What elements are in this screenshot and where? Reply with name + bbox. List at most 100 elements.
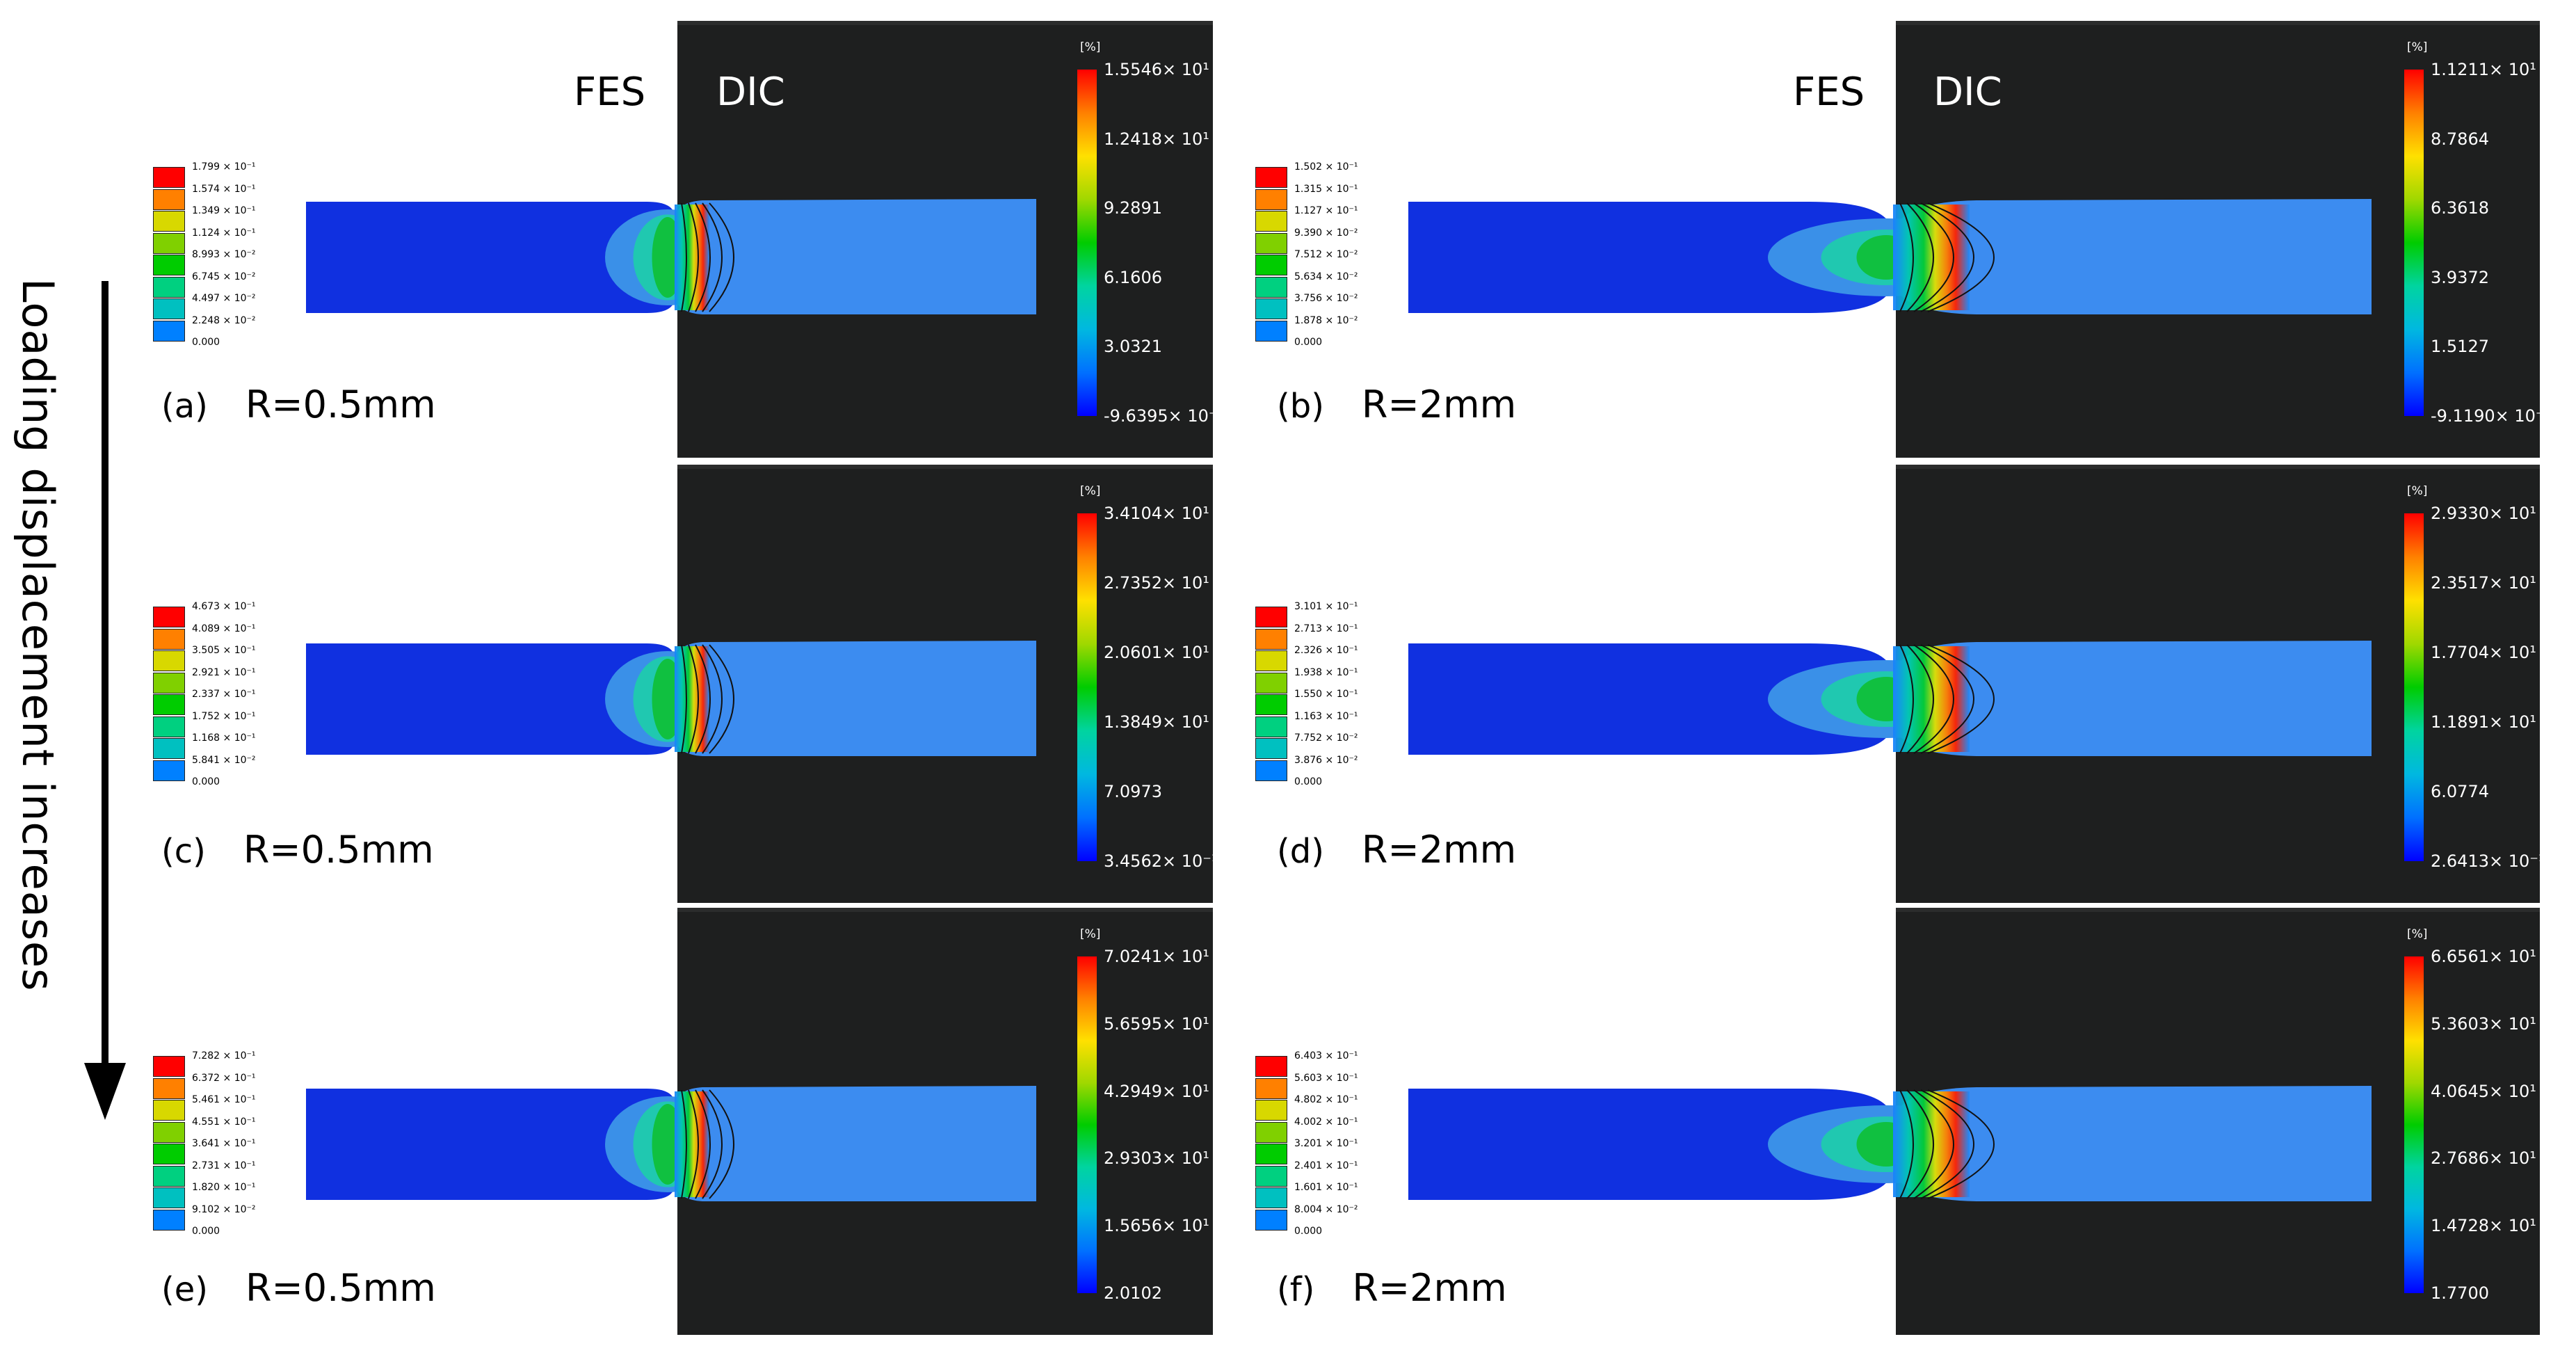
fes-legend-value: 1.601 × 10⁻¹ (1294, 1182, 1358, 1193)
fes-body (1408, 1089, 1893, 1200)
fes-body (306, 643, 675, 755)
panel-caption-letter: (b) (1277, 387, 1324, 426)
fes-legend-value: 2.248 × 10⁻² (192, 314, 256, 326)
panel-caption: (c)R=0.5mm (161, 828, 434, 872)
dic-hot-zone (1893, 1091, 1970, 1197)
fes-legend-value: 6.745 × 10⁻² (192, 271, 256, 282)
fes-legend-swatch (1255, 1056, 1287, 1077)
panel-caption-letter: (a) (161, 387, 208, 426)
fes-legend-swatch (1255, 1121, 1287, 1143)
fes-legend-swatch (153, 650, 185, 671)
dic-contour-line (681, 1089, 687, 1199)
panel-caption-letter: (d) (1277, 832, 1324, 871)
fes-legend-value: 3.505 × 10⁻¹ (192, 645, 256, 656)
dic-colorbar-tick: 4.0645× 10¹ (2431, 1081, 2536, 1101)
fes-legend-swatch (153, 298, 185, 319)
dic-colorbar-tick: 1.1211× 10¹ (2431, 60, 2536, 79)
dic-unit: [%] (1080, 40, 1101, 54)
fes-legend-swatch (153, 232, 185, 254)
fes-legend-swatch (153, 320, 185, 342)
fes-legend-value: 3.876 × 10⁻² (1294, 754, 1358, 766)
fes-legend-value: 5.634 × 10⁻² (1294, 271, 1358, 282)
dic-contour-line (1920, 202, 1974, 312)
dic-colorbar-tick: 3.4562× 10⁻¹ (1104, 851, 1218, 871)
fes-legend-value: 1.127 × 10⁻¹ (1294, 205, 1358, 216)
dic-hot-zone (675, 1091, 709, 1197)
fes-legend-value: 8.004 × 10⁻² (1294, 1203, 1358, 1215)
fes-legend-value: 7.282 × 10⁻¹ (192, 1050, 256, 1061)
dic-hot-zone (1893, 205, 1970, 310)
dic-contour-line (1913, 1089, 1954, 1199)
dic-colorbar-tick: 3.9372 (2431, 267, 2489, 287)
dic-colorbar (1077, 513, 1097, 861)
dic-colorbar-tick: 3.4104× 10¹ (1104, 504, 1209, 523)
dic-colorbar-tick: 6.1606 (1104, 267, 1162, 287)
fes-legend-value: 3.201 × 10⁻¹ (1294, 1138, 1358, 1149)
fes-legend-value: 2.326 × 10⁻¹ (1294, 645, 1358, 656)
dic-contour-line (709, 202, 734, 312)
dic-colorbar-tick: 1.5656× 10¹ (1104, 1216, 1209, 1236)
fes-legend-swatch (1255, 650, 1287, 671)
fes-legend-value: 4.673 × 10⁻¹ (192, 601, 256, 612)
dic-colorbar-tick: 2.0601× 10¹ (1104, 643, 1209, 662)
dic-colorbar-tick: 1.1891× 10¹ (2431, 712, 2536, 732)
dic-colorbar-tick: 1.3849× 10¹ (1104, 712, 1209, 732)
dic-colorbar-tick: 2.7352× 10¹ (1104, 573, 1209, 593)
dic-contour-line (695, 202, 711, 312)
dic-colorbar-tick: 1.4728× 10¹ (2431, 1216, 2536, 1236)
dic-contour-line (1920, 644, 1974, 754)
fes-legend-value: 4.002 × 10⁻¹ (1294, 1116, 1358, 1128)
fes-legend-swatch (153, 211, 185, 232)
specimen-e (306, 1086, 1036, 1201)
fes-legend-value: 1.574 × 10⁻¹ (192, 183, 256, 195)
dic-contour-line (1913, 202, 1954, 312)
fes-legend-swatch (1255, 189, 1287, 210)
fes-header: FES (574, 70, 646, 115)
fes-legend-value: 1.878 × 10⁻² (1294, 314, 1358, 326)
fes-body (1408, 643, 1893, 755)
dic-colorbar-tick: 1.7704× 10¹ (2431, 643, 2536, 662)
panel-caption: (b)R=2mm (1277, 383, 1516, 426)
dic-colorbar-tick: 5.3603× 10¹ (2431, 1014, 2536, 1034)
panel-caption-radius: R=0.5mm (243, 828, 434, 872)
dic-colorbar-tick: 3.0321 (1104, 337, 1162, 357)
dic-contour-line (1906, 644, 1934, 754)
fes-legend-value: 1.799 × 10⁻¹ (192, 161, 256, 173)
dic-contour-line (702, 1089, 723, 1199)
fes-legend-value: 6.372 × 10⁻¹ (192, 1072, 256, 1084)
dic-colorbar-tick: 5.6595× 10¹ (1104, 1014, 1209, 1034)
fes-legend-swatch (1255, 694, 1287, 715)
dic-colorbar-tick: 2.7686× 10¹ (2431, 1148, 2536, 1169)
fes-legend-value: 8.993 × 10⁻² (192, 249, 256, 260)
panel-caption-letter: (f) (1277, 1270, 1315, 1309)
dic-unit: [%] (2407, 40, 2428, 54)
fes-legend-swatch (153, 738, 185, 759)
fes-legend-swatch (153, 1121, 185, 1143)
fes-legend-value: 7.752 × 10⁻² (1294, 732, 1358, 744)
dic-colorbar-tick: 1.5546× 10¹ (1104, 60, 1209, 79)
dic-colorbar (1077, 956, 1097, 1293)
fes-legend-swatch (153, 1187, 185, 1208)
dic-contour-line (695, 1089, 711, 1199)
dic-unit: [%] (2407, 927, 2428, 941)
dic-hot-zone (675, 205, 709, 310)
fes-legend-swatch (1255, 716, 1287, 737)
specimen-b (1408, 199, 2372, 314)
fes-legend-value: 3.756 × 10⁻² (1294, 293, 1358, 304)
fes-legend-value: 6.403 × 10⁻¹ (1294, 1050, 1358, 1061)
fes-legend-value: 9.102 × 10⁻² (192, 1203, 256, 1215)
fes-legend-swatch (1255, 320, 1287, 342)
fes-legend-value: 1.938 × 10⁻¹ (1294, 666, 1358, 678)
dic-colorbar-tick: 2.3517× 10¹ (2431, 573, 2536, 593)
dic-colorbar (1077, 70, 1097, 416)
fes-legend-swatch (1255, 1100, 1287, 1121)
panel-caption-letter: (e) (161, 1270, 208, 1309)
fes-legend-swatch (1255, 738, 1287, 759)
dic-contour-line (1906, 202, 1934, 312)
fes-legend-swatch (153, 716, 185, 737)
fes-legend-value: 4.802 × 10⁻¹ (1294, 1094, 1358, 1105)
dic-colorbar-tick: -9.6395× 10⁻² (1104, 406, 1225, 426)
fes-legend-swatch (1255, 607, 1287, 627)
fes-legend-value: 2.337 × 10⁻¹ (192, 689, 256, 700)
